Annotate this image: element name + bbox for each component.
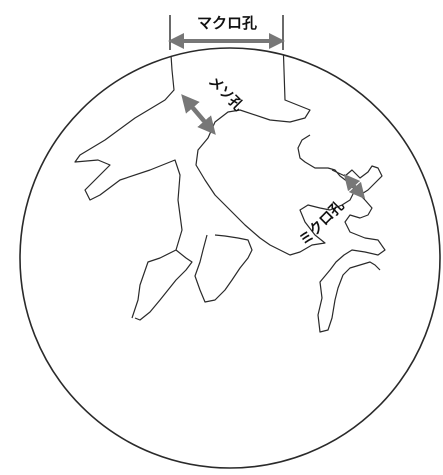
particle-outline [20,48,440,468]
macropore-label: マクロ孔 [197,14,257,32]
